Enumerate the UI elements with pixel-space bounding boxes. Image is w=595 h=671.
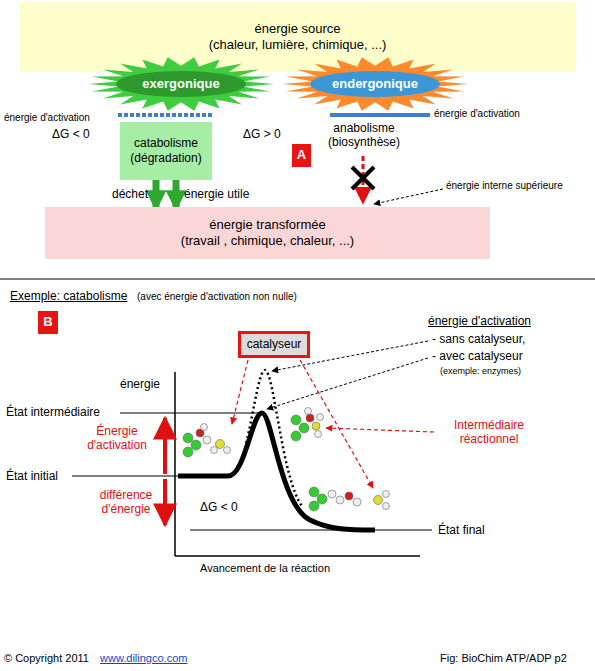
- catalyst-box: catalyseur: [238, 331, 310, 358]
- annotation: énergie interne supérieure: [446, 180, 563, 192]
- catalyst-box-text: catalyseur: [247, 337, 302, 352]
- annotation: énergie d'activation: [428, 314, 531, 328]
- result-band-text: énergie transformée: [209, 217, 325, 233]
- annotation: Avancement de la réaction: [200, 562, 330, 575]
- callout-letter: B: [38, 311, 58, 333]
- separator: [0, 278, 595, 280]
- result-band: énergie transformée(travail , chimique, …: [45, 207, 490, 259]
- annotation: Énergie d'activation: [74, 424, 160, 453]
- cross-mark: [352, 167, 374, 189]
- annotation: énergie d'activation: [4, 112, 90, 124]
- source-band: énergie source(chaleur, lumière, chimiqu…: [20, 2, 575, 72]
- flow-arrow: [173, 180, 180, 207]
- level-line: [120, 413, 262, 414]
- activation-arrow: [163, 418, 167, 474]
- annotation: Exemple: catabolisme: [10, 289, 127, 303]
- source-band-text: (chaleur, lumière, chimique, ...): [209, 37, 387, 53]
- annotation: (exemple: enzymes): [440, 366, 521, 377]
- annotation: État intermédiaire: [6, 405, 100, 419]
- annotation: Intermédiaire réactionnel: [438, 418, 540, 447]
- flow-arrow: [153, 180, 160, 207]
- molecule: [291, 408, 324, 442]
- edge-label: déchet: [112, 187, 148, 201]
- source-band-text: énergie source: [255, 21, 341, 37]
- uncatalysed-curve: [232, 370, 302, 506]
- cross-mark: [352, 167, 374, 189]
- leader-line: [374, 189, 443, 204]
- annotation: (avec énergie d'activation non nulle): [137, 291, 297, 303]
- annotation: ΔG < 0: [52, 127, 90, 141]
- level-line: [190, 530, 432, 531]
- callout-letter-text: A: [297, 147, 306, 163]
- leader-line: [232, 360, 248, 424]
- molecule: [183, 424, 231, 458]
- annotation: ΔG > 0: [243, 127, 281, 141]
- difference-arrow: [163, 479, 167, 525]
- reaction-curve: [178, 413, 375, 530]
- molecule: [309, 487, 390, 511]
- annotation: - sans catalyseur,: [432, 332, 525, 346]
- annotation: différence d'énergie: [90, 488, 162, 517]
- callout-letter-text: B: [43, 314, 52, 330]
- starburst: [282, 57, 468, 110]
- callout-letter: A: [292, 144, 311, 166]
- annotation: anabolisme (biosynthèse): [318, 121, 410, 150]
- annotation: ΔG < 0: [200, 500, 238, 514]
- axis: [174, 372, 176, 556]
- annotation: © Copyright 2011: [4, 652, 89, 665]
- annotation: - avec catalyseur: [432, 349, 523, 363]
- annotation: www.dilingco.com: [100, 652, 187, 665]
- annotation: énergie: [120, 377, 160, 391]
- level-line: [72, 476, 180, 477]
- ellipse-badge: [116, 71, 246, 97]
- exergonic-burst-text: exergonique: [142, 76, 219, 92]
- annotation: énergie d'activation: [434, 108, 520, 120]
- process-box-text: catabolisme (dégradation): [124, 136, 208, 166]
- leader-line: [267, 358, 428, 409]
- axis: [175, 555, 420, 557]
- exergonic-burst: exergonique: [88, 57, 274, 111]
- leader-line: [326, 428, 434, 432]
- annotation: État initial: [6, 469, 58, 483]
- leader-line: [300, 360, 373, 488]
- starburst: [88, 57, 274, 110]
- activation-bar: [118, 113, 212, 117]
- annotation: Fig: BioChim ATP/ADP p2: [440, 652, 567, 665]
- process-box: catabolisme (dégradation): [120, 122, 212, 180]
- annotation: État final: [438, 523, 485, 537]
- result-band-text: (travail , chimique, chaleur, ...): [181, 233, 354, 249]
- activation-bar: [330, 113, 430, 117]
- endergonic-burst-text: endergonique: [332, 76, 418, 92]
- edge-label: énergie utile: [184, 187, 249, 201]
- endergonic-burst: endergonique: [282, 57, 468, 111]
- ellipse-badge: [310, 71, 440, 97]
